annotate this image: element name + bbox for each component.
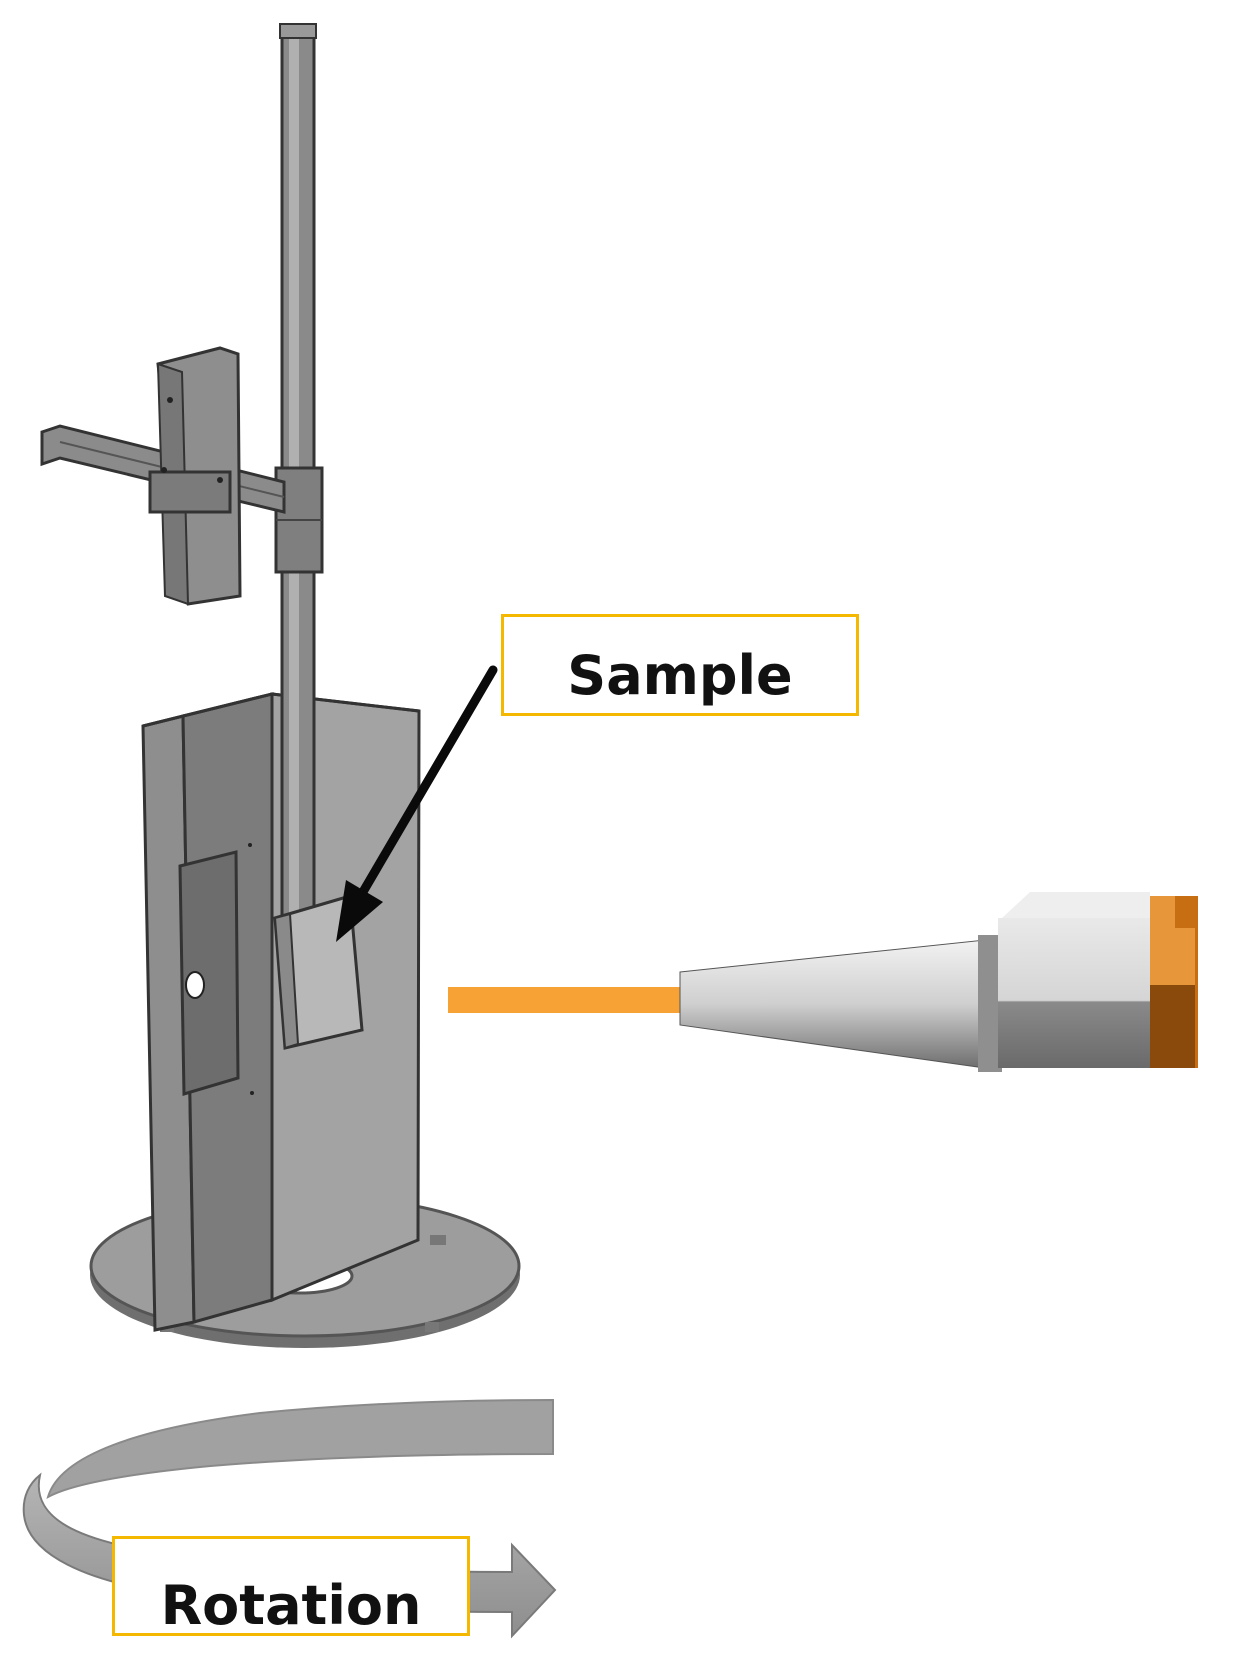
sample-pointer-arrow: [336, 665, 498, 942]
laser-beam: [448, 987, 684, 1013]
horizontal-arm: [40, 346, 286, 606]
housing: [141, 692, 421, 1332]
rotation-label: Rotation: [112, 1536, 470, 1636]
vertical-post: [274, 23, 324, 927]
laser-probe: [679, 892, 1198, 1072]
sample-label: Sample: [501, 614, 859, 716]
rotation-label-text: Rotation: [160, 1574, 422, 1637]
side-port-hole: [185, 971, 205, 999]
sample-label-text: Sample: [567, 644, 793, 707]
